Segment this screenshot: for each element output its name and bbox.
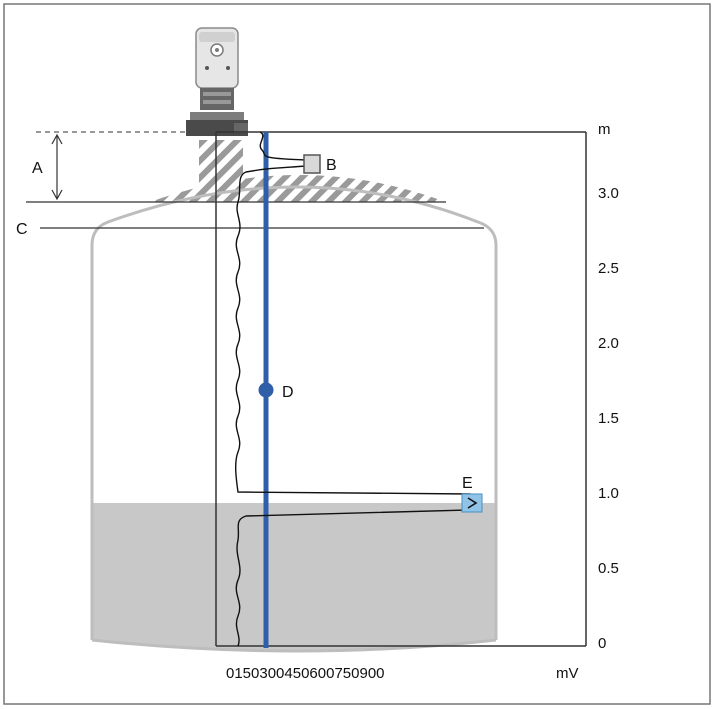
tank-bottom (91, 638, 497, 653)
transmitter-icon (186, 27, 248, 136)
y-tick-label: 1.5 (598, 410, 619, 427)
tank-outline (90, 185, 498, 640)
label-b: B (326, 157, 337, 174)
y-tick-label: 2.5 (598, 260, 619, 277)
y-tick-label: 2.0 (598, 335, 619, 352)
level-echo-marker-e (461, 493, 483, 513)
probe-marker-d (258, 382, 274, 398)
tank-contents (92, 503, 496, 651)
liquid-fill (92, 503, 496, 651)
y-tick-label: 0.5 (598, 560, 619, 577)
y-axis-ticks: 3.0 2.5 2.0 1.5 1.0 0.5 0 (598, 185, 619, 652)
label-d: D (282, 384, 294, 401)
x-axis-tick-labels: 0150300450600750900 (226, 665, 385, 682)
y-axis-unit: m (598, 121, 611, 138)
label-c: C (16, 221, 28, 238)
reference-echo-marker-b (303, 154, 321, 174)
label-e: E (462, 475, 473, 492)
y-tick-label: 0 (598, 635, 606, 652)
dimension-arrow-a (51, 133, 63, 201)
label-a: A (32, 160, 43, 177)
level-echo-chevron-icon (467, 497, 478, 509)
y-tick-label: 1.0 (598, 485, 619, 502)
y-tick-label: 3.0 (598, 185, 619, 202)
x-axis-unit: mV (556, 665, 579, 682)
echo-signal-curve (235, 131, 471, 647)
